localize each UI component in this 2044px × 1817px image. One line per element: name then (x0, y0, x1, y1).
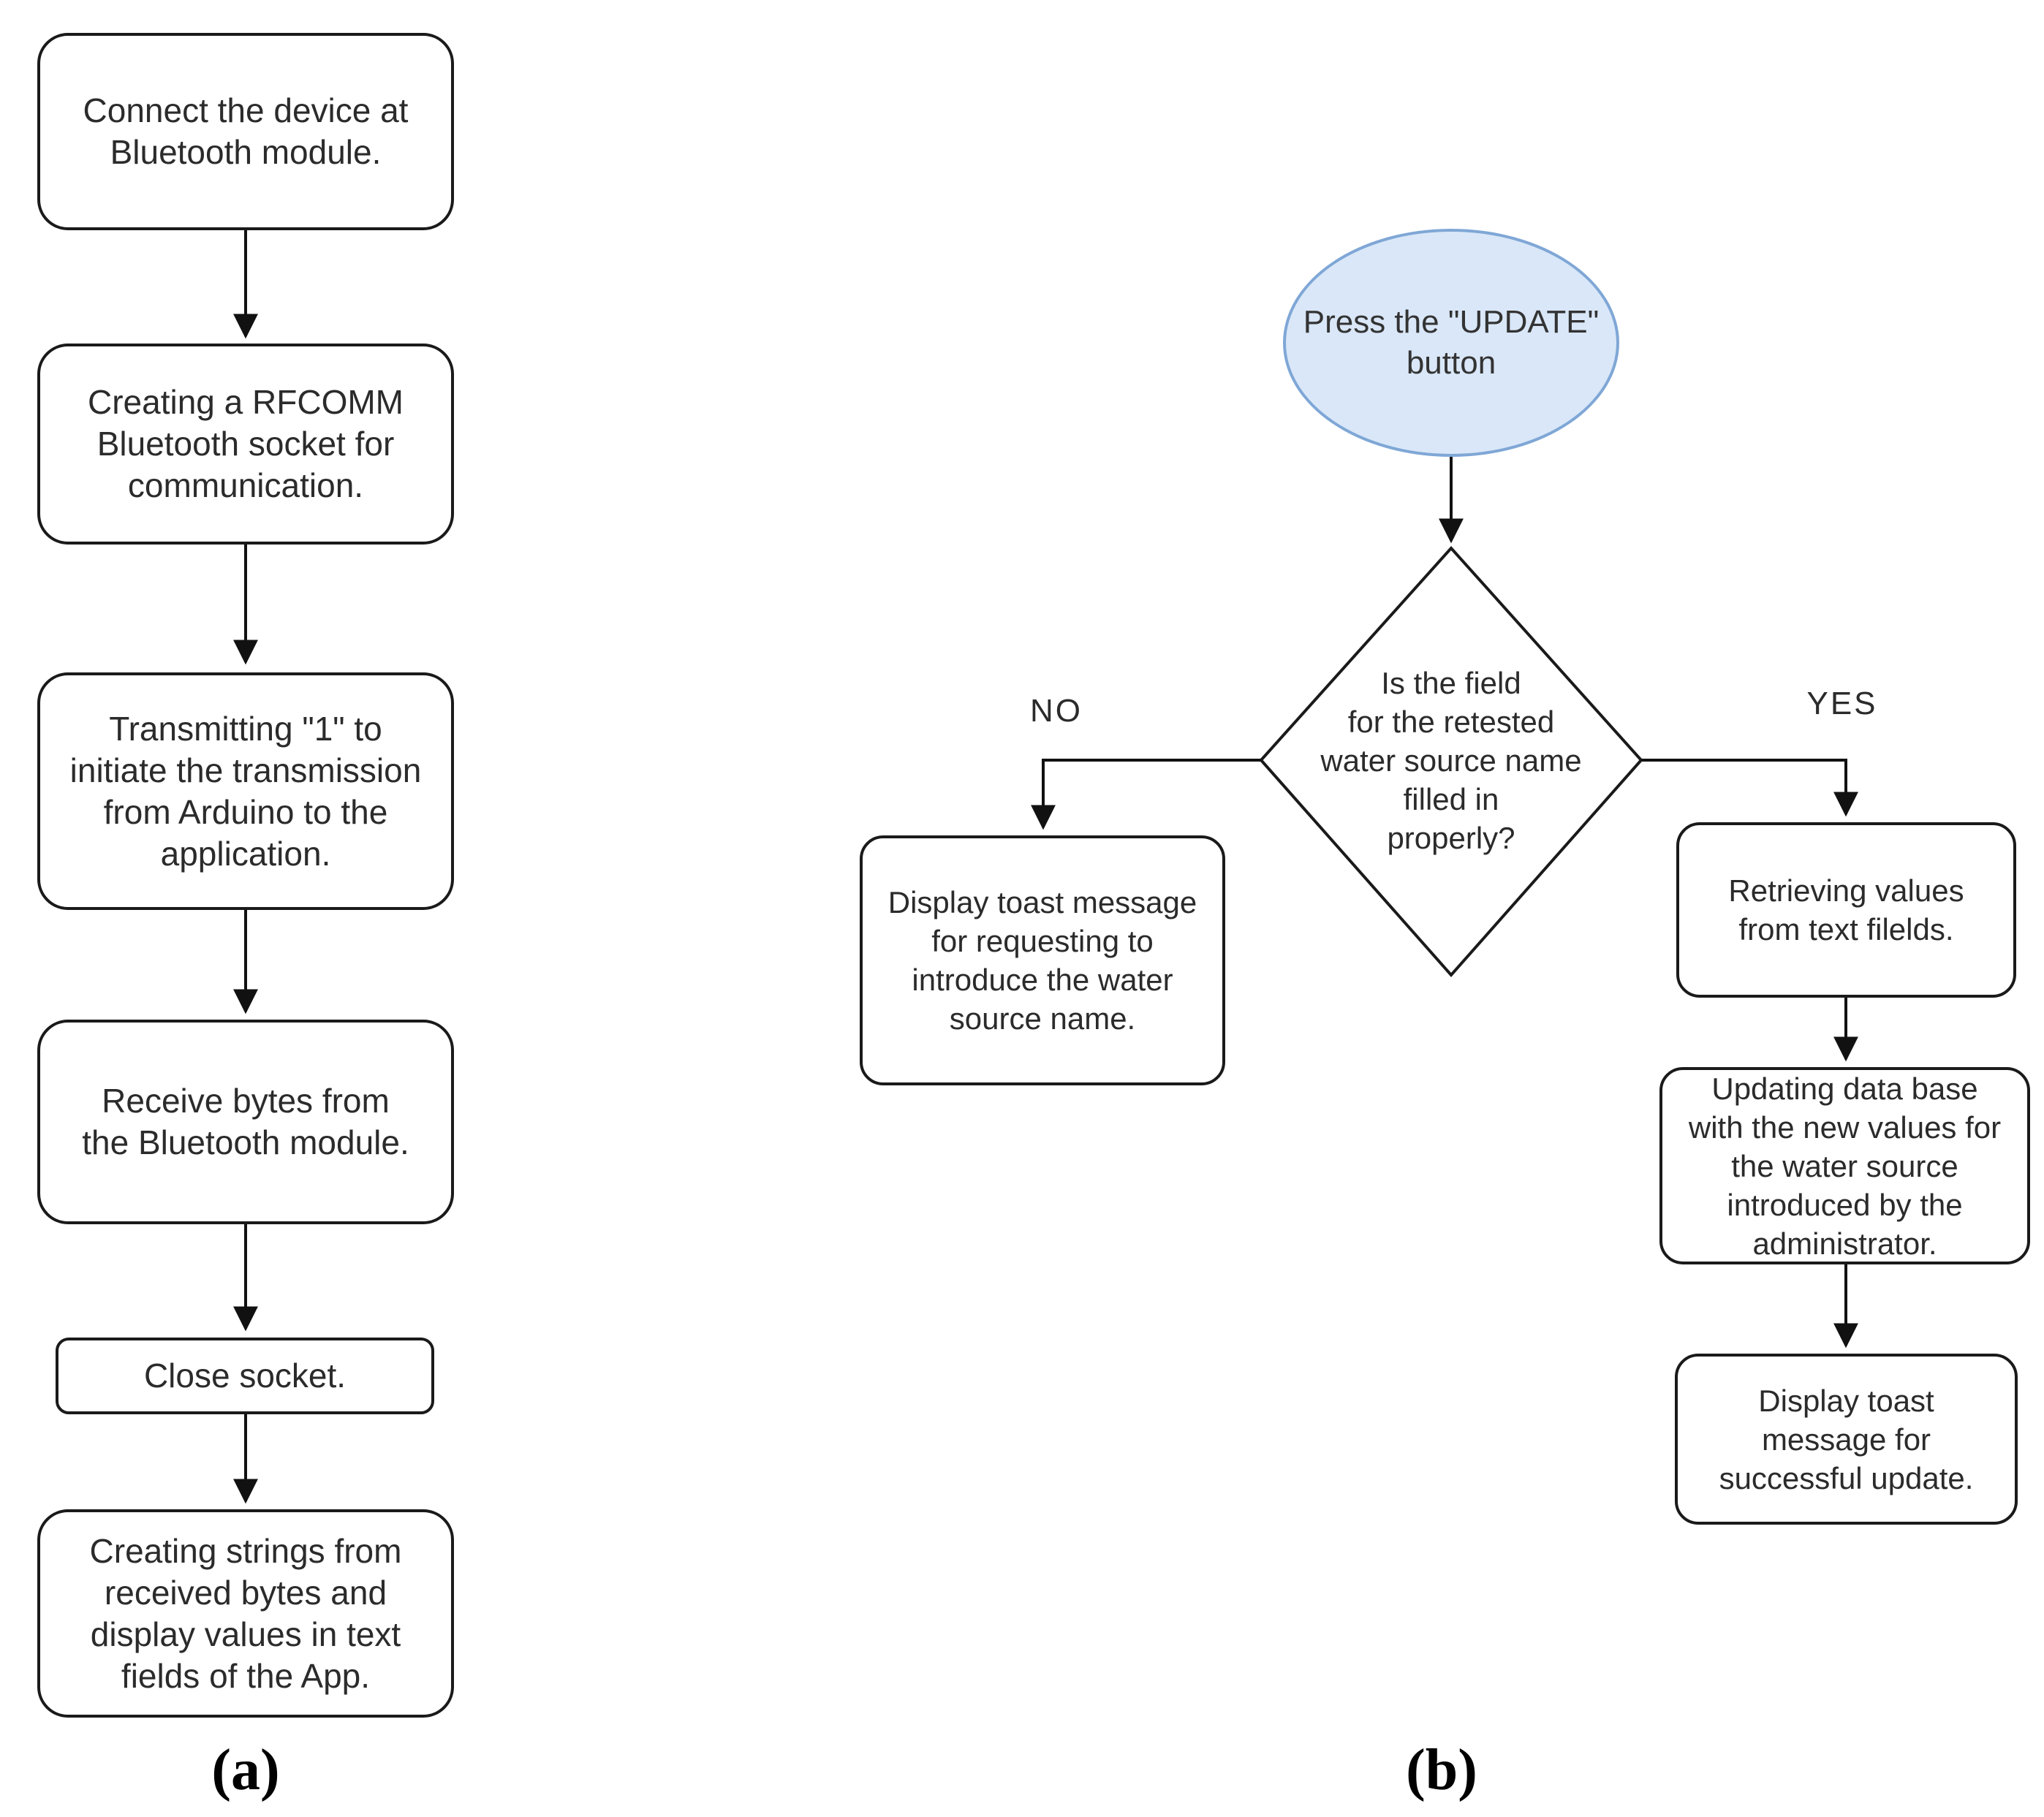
branch-label-no: NO (1030, 693, 1083, 729)
decision-field-filled: Is the field for the retested water sour… (1305, 658, 1597, 862)
step-create-socket: Creating a RFCOMM Bluetooth socket for c… (37, 344, 454, 545)
caption-panel-a: (a) (211, 1737, 280, 1802)
step-receive-bytes: Receive bytes from the Bluetooth module. (37, 1020, 454, 1224)
step-toast-success-label: Display toast message for successful upd… (1719, 1383, 1974, 1495)
step-create-socket-label: Creating a RFCOMM Bluetooth socket for c… (88, 383, 404, 504)
step-connect-device: Connect the device at Bluetooth module. (37, 33, 454, 230)
start-press-update-label: Press the "UPDATE" button (1303, 304, 1600, 381)
step-create-strings: Creating strings from received bytes and… (37, 1509, 454, 1718)
step-toast-request-name-label: Display toast message for requesting to … (887, 885, 1197, 1036)
step-close-socket: Close socket. (56, 1338, 434, 1414)
step-retrieve-values-label: Retrieving values from text filelds. (1728, 873, 1964, 947)
decision-field-filled-label: Is the field for the retested water sour… (1320, 665, 1582, 855)
arrow-no-branch (1031, 759, 1261, 830)
step-transmit-one: Transmitting "1" to initiate the transmi… (37, 672, 454, 910)
step-retrieve-values: Retrieving values from text filelds. (1676, 822, 2016, 998)
step-create-strings-label: Creating strings from received bytes and… (89, 1531, 402, 1695)
step-toast-request-name: Display toast message for requesting to … (860, 835, 1225, 1085)
step-connect-device-label: Connect the device at Bluetooth module. (83, 91, 409, 171)
step-close-socket-label: Close socket. (143, 1357, 347, 1395)
caption-panel-b: (b) (1406, 1737, 1477, 1802)
arrow-yes-branch (1641, 759, 1858, 817)
step-transmit-one-label: Transmitting "1" to initiate the transmi… (69, 709, 422, 873)
step-receive-bytes-label: Receive bytes from the Bluetooth module. (82, 1082, 409, 1161)
step-toast-success: Display toast message for successful upd… (1675, 1354, 2018, 1525)
step-update-database: Updating data base with the new values f… (1659, 1067, 2030, 1264)
branch-label-yes: YES (1806, 686, 1878, 721)
start-press-update: Press the "UPDATE" button (1283, 229, 1619, 457)
step-update-database-label: Updating data base with the new values f… (1688, 1071, 2002, 1261)
decision-diamond (1259, 546, 1643, 978)
